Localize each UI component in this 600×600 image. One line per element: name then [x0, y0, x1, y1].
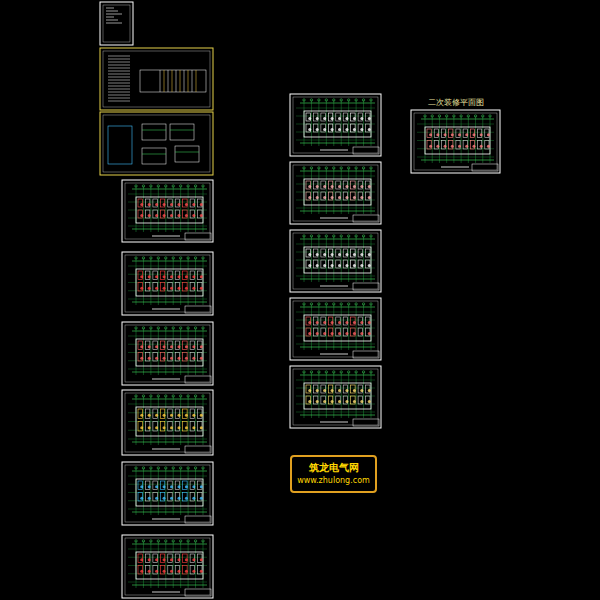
- logo-box: 筑龙电气网www.zhulong.com: [290, 455, 377, 493]
- sheet-title: 二次装修平面图: [428, 97, 484, 108]
- logo-url: www.zhulong.com: [297, 475, 370, 486]
- drawing-sheet: [122, 535, 213, 598]
- drawing-sheet: [411, 110, 500, 173]
- drawing-sheet: [290, 298, 381, 360]
- drawing-sheet: [122, 252, 213, 315]
- drawing-sheet: [290, 230, 381, 292]
- drawing-sheet: [290, 366, 381, 428]
- drawing-sheet: [100, 112, 213, 175]
- drawing-sheet: [122, 322, 213, 385]
- drawing-sheet: [100, 2, 133, 45]
- drawing-sheet: [100, 48, 213, 110]
- drawing-sheet: [122, 462, 213, 525]
- drawing-sheet: [122, 390, 213, 455]
- drawing-sheet: [290, 94, 381, 156]
- drawing-sheet: [122, 180, 213, 242]
- drawing-sheet: [290, 162, 381, 224]
- logo-name: 筑龙电气网: [297, 461, 370, 475]
